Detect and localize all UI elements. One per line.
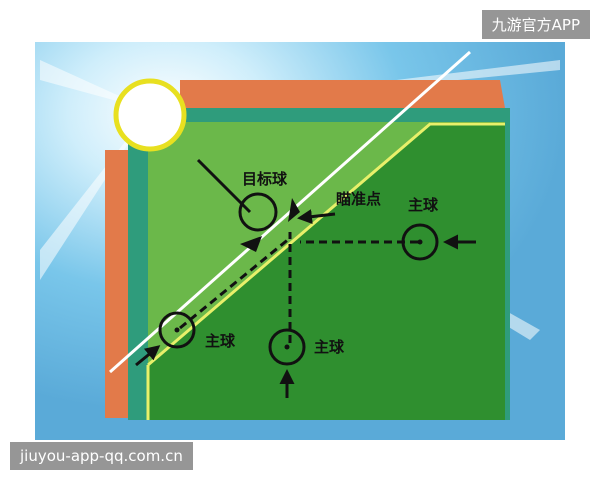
target-ball	[238, 192, 278, 232]
watermark-top-right: 九游官方APP	[481, 10, 590, 39]
aim-arrow-small	[288, 198, 300, 222]
felt-dark	[148, 122, 505, 420]
cue-ball-bottom	[268, 328, 306, 366]
cue-ball-left-label: 主球	[205, 332, 236, 350]
path-left-cue	[179, 236, 291, 330]
cue-arrow-left	[135, 345, 161, 367]
cue-ball-left	[158, 311, 196, 349]
cushion-edge-highlight	[147, 122, 505, 367]
target-arrow-small	[240, 236, 262, 252]
aim-point-pointer	[297, 209, 336, 225]
cue-ball-bottom-label: 主球	[314, 338, 345, 356]
target-ball-label: 目标球	[242, 170, 288, 188]
corner-pocket	[113, 78, 187, 152]
cue-ball-right-label: 主球	[408, 196, 439, 214]
cue-ball-right	[401, 223, 439, 261]
aim-point-label: 瞄准点	[336, 190, 381, 208]
watermark-bottom-left: jiuyou-app-qq.com.cn	[10, 442, 193, 470]
top-cushion-orange	[180, 80, 505, 108]
